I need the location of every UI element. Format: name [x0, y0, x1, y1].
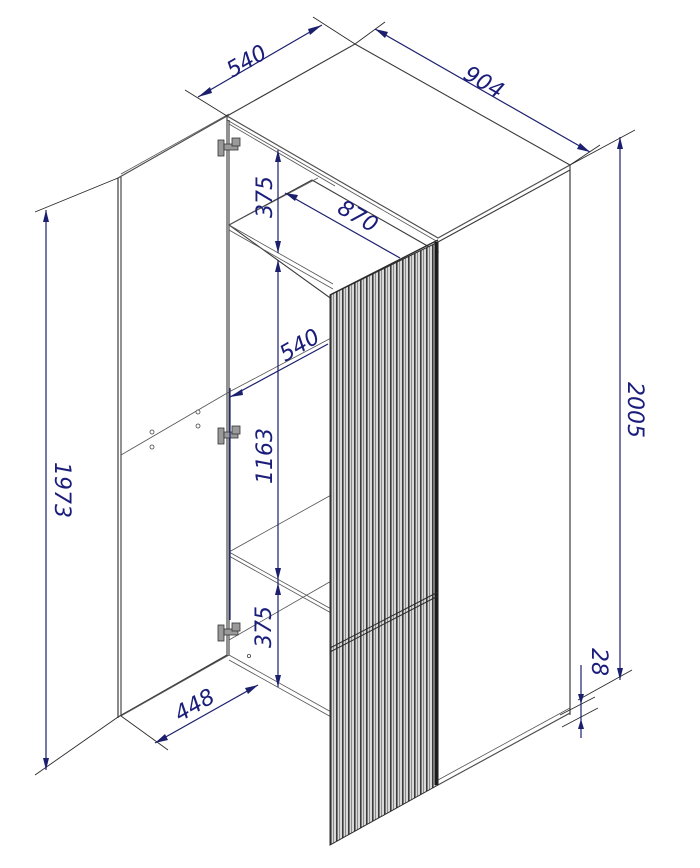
width-label: 904 [459, 62, 508, 105]
dimension-total-height: 2005 [569, 129, 647, 701]
drill-hole [149, 429, 155, 435]
dimension-bottom-compartment: 375 [252, 580, 281, 687]
plinth-label: 28 [586, 648, 611, 676]
cabinet-top [225, 43, 572, 243]
bottom-compartment-label: 375 [252, 606, 277, 648]
drill-hole [195, 409, 201, 415]
dimension-door-height: 1973 [34, 177, 119, 776]
drill-hole [195, 423, 201, 429]
total-height-label: 2005 [622, 382, 647, 438]
middle-shelf-label: 540 [276, 325, 325, 368]
dimension-plinth: 28 [559, 648, 611, 738]
middle-compartment-label: 1163 [253, 428, 278, 484]
dimension-middle-compartment: 1163 [253, 260, 281, 580]
hinge-icon [217, 425, 241, 445]
hinge-icon [217, 622, 241, 642]
top-compartment-label: 375 [253, 176, 278, 218]
depth-label: 540 [223, 41, 272, 84]
fluted-door [329, 239, 439, 846]
hinge-icon [217, 137, 241, 157]
door-height-label: 1973 [49, 462, 74, 518]
dimension-top-compartment: 375 [253, 150, 281, 253]
drill-hole [149, 444, 155, 450]
left-door-open [117, 113, 230, 718]
right-side-panel [437, 165, 571, 786]
